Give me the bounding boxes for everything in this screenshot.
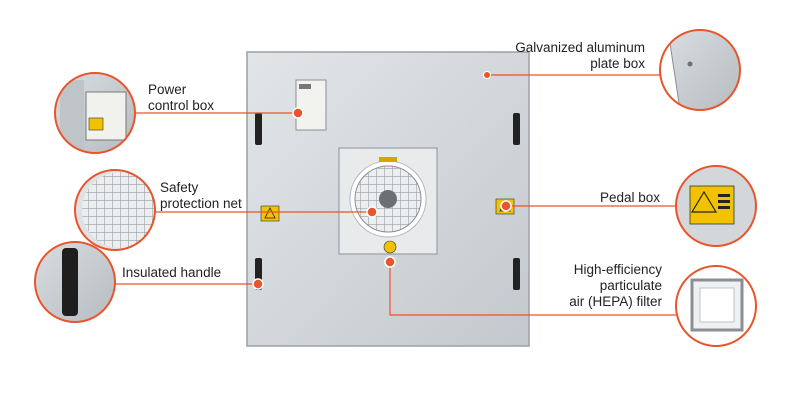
label-line: Power [148, 82, 187, 97]
label-galvanized-plate-box: Galvanized aluminum plate box [515, 40, 645, 72]
zoom-pedal-box [675, 165, 757, 247]
label-line: Galvanized aluminum [515, 40, 645, 55]
callout-lines [115, 74, 676, 316]
label-hepa-filter: High-efficiency particulate air (HEPA) f… [569, 262, 662, 310]
zoom-safety-net [74, 169, 156, 251]
zoom-insulated-handle [34, 241, 116, 323]
label-line: Insulated handle [122, 265, 222, 280]
label-line: control box [148, 98, 215, 113]
label-line: Pedal box [599, 190, 660, 205]
handle-icon [513, 258, 520, 290]
callout-dots [252, 71, 512, 290]
label-line: Safety [160, 180, 199, 195]
zoom-power-control-box [54, 72, 136, 154]
label-line: particulate [599, 278, 662, 293]
label-insulated-handle: Insulated handle [122, 265, 221, 281]
fan-filter-unit-panel [246, 51, 530, 347]
control-box-sticker [299, 84, 311, 89]
zoom-hepa-filter [675, 265, 757, 347]
fan-sticker-icon [383, 240, 397, 254]
label-line: plate box [590, 56, 645, 71]
label-line: protection net [160, 196, 242, 211]
fan-guard-icon [82, 172, 155, 248]
zoom-plate-box [659, 29, 741, 111]
fan-warning-label [379, 157, 397, 162]
label-line: High-efficiency [573, 262, 662, 277]
handle-icon [513, 113, 520, 145]
label-power-control-box: Power control box [148, 82, 214, 114]
label-line: air (HEPA) filter [569, 294, 662, 309]
label-safety-protection-net: Safety protection net [160, 180, 242, 212]
warning-sticker-icon [88, 117, 104, 131]
handle-icon [255, 113, 262, 145]
handle-icon [62, 248, 78, 316]
label-pedal-box: Pedal box [600, 190, 660, 206]
